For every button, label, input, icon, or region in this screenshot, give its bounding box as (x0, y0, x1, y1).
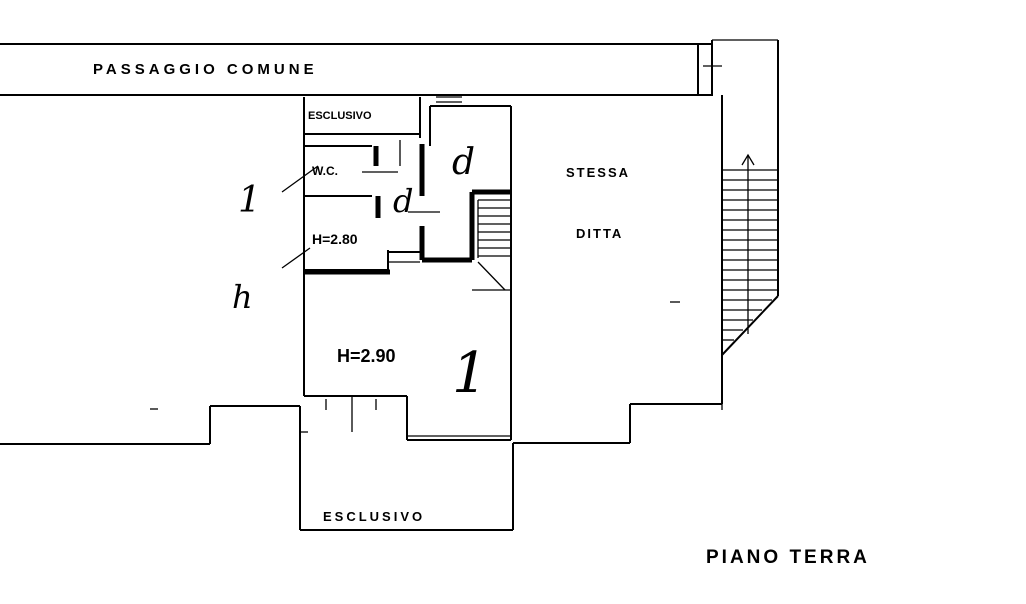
room-height-small-label: H=2.80 (312, 231, 358, 247)
exclusive-bottom-label: ESCLUSIVO (323, 509, 425, 524)
neighbor-label-line2: DITTA (576, 226, 623, 241)
handwritten-mark-left-lower: h (232, 278, 253, 316)
internal-staircase (477, 199, 511, 291)
common-corridor (0, 39, 778, 96)
handwritten-mark-center: d (393, 182, 413, 220)
handwritten-mark-left-upper: 1 (238, 180, 261, 221)
external-staircase (722, 153, 778, 341)
leader-lines (281, 165, 319, 269)
floor-title: PIANO TERRA (706, 547, 870, 568)
handwritten-mark-hall: d (452, 142, 475, 183)
room-height-main-label: H=2.90 (337, 346, 396, 366)
neighbor-label-line1: STESSA (566, 165, 630, 180)
building-outline (0, 40, 779, 445)
corridor-label: PASSAGGIO COMUNE (93, 61, 318, 78)
wc-label: W.C. (312, 164, 338, 178)
exclusive-bottom-area (299, 396, 514, 531)
dimension-ticks (150, 301, 680, 410)
exclusive-top-label: ESCLUSIVO (308, 110, 372, 122)
handwritten-mark-main: 1 (452, 341, 488, 406)
apartment-unit (303, 96, 512, 441)
